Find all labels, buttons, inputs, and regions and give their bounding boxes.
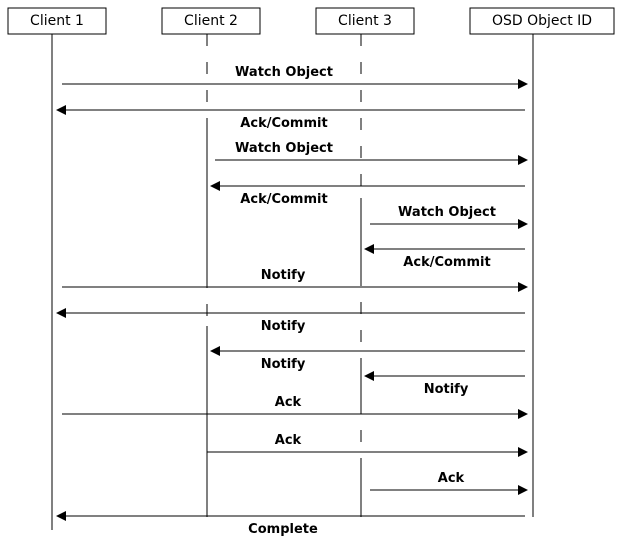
actor-label: OSD Object ID — [492, 13, 592, 29]
arrow-left-icon — [56, 105, 66, 115]
message-ack-commit-client2: Ack/Commit — [210, 181, 525, 207]
arrow-left-icon — [364, 244, 374, 254]
actor-osd: OSD Object ID — [469, 7, 615, 35]
arrow-right-icon — [518, 219, 528, 229]
message-label: Complete — [248, 522, 318, 537]
actor-label: Client 2 — [184, 13, 238, 29]
message-label: Notify — [261, 357, 306, 372]
message-label: Ack — [275, 433, 302, 448]
arrow-right-icon — [518, 409, 528, 419]
message-notify-client2: Notify — [210, 346, 525, 372]
message-label: Notify — [261, 319, 306, 334]
lifelines — [51, 34, 534, 530]
message-label: Notify — [261, 268, 306, 283]
arrow-right-icon — [518, 485, 528, 495]
actor-client3: Client 3 — [315, 7, 415, 35]
arrow-left-icon — [364, 371, 374, 381]
message-label: Watch Object — [398, 205, 496, 220]
message-ack-client3: Ack — [370, 471, 528, 495]
arrow-left-icon — [56, 308, 66, 318]
message-label: Ack — [438, 471, 465, 486]
arrow-right-icon — [518, 155, 528, 165]
message-label: Watch Object — [235, 141, 333, 156]
message-label: Ack/Commit — [240, 116, 327, 131]
arrow-right-icon — [518, 447, 528, 457]
actor-label: Client 3 — [338, 13, 392, 29]
arrow-left-icon — [210, 346, 220, 356]
message-ack-commit-client3: Ack/Commit — [364, 244, 525, 270]
message-label: Ack/Commit — [240, 192, 327, 207]
arrow-left-icon — [56, 511, 66, 521]
message-notify-to-osd: Notify — [62, 268, 528, 292]
message-label: Ack — [275, 395, 302, 410]
arrow-left-icon — [210, 181, 220, 191]
actor-client1: Client 1 — [7, 7, 107, 35]
message-watch-object-client1: Watch Object — [62, 65, 528, 89]
message-watch-object-client3: Watch Object — [370, 205, 528, 229]
message-ack-commit-client1: Ack/Commit — [56, 105, 525, 131]
message-label: Ack/Commit — [403, 255, 490, 270]
arrow-right-icon — [518, 79, 528, 89]
arrow-right-icon — [518, 282, 528, 292]
actor-client2: Client 2 — [161, 7, 261, 35]
message-label: Notify — [424, 382, 469, 397]
message-complete: Complete — [56, 511, 525, 537]
message-label: Watch Object — [235, 65, 333, 80]
message-notify-client3: Notify — [364, 371, 525, 397]
message-watch-object-client2: Watch Object — [215, 141, 528, 165]
message-ack-client2: Ack — [207, 433, 528, 457]
message-ack-client1: Ack — [62, 395, 528, 419]
message-notify-client1: Notify — [56, 308, 525, 334]
actor-label: Client 1 — [30, 13, 84, 29]
